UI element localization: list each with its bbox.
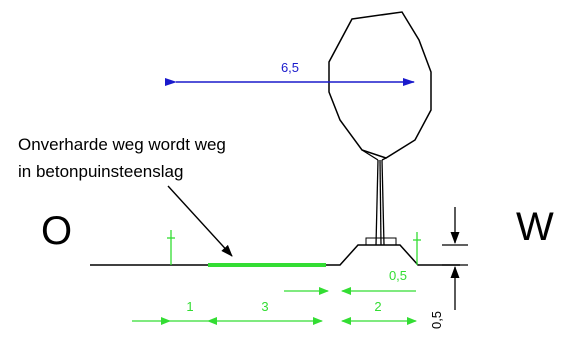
annotation-line-1: Onverharde weg wordt weg — [18, 135, 226, 154]
extension-line-right — [413, 232, 421, 265]
vertical-height-dimension — [442, 207, 468, 310]
tree-base — [365, 237, 397, 246]
annotation-leader — [167, 185, 233, 257]
extension-line-left — [167, 230, 175, 265]
tree-crown — [328, 11, 432, 159]
ground-profile — [90, 244, 460, 266]
segment-1-label: 1 — [186, 299, 193, 314]
direction-left: O — [41, 209, 72, 253]
direction-right: W — [516, 205, 554, 249]
segment-2-label: 2 — [374, 299, 381, 314]
vertical-height-label: 0,5 — [429, 311, 444, 329]
segment-3-label: 3 — [261, 299, 268, 314]
shoulder-offset-label: 0,5 — [389, 268, 407, 283]
tree-trunk — [361, 149, 387, 246]
crown-width-label: 6,5 — [281, 60, 299, 75]
annotation-line-2: in betonpuinsteenslag — [18, 162, 183, 181]
